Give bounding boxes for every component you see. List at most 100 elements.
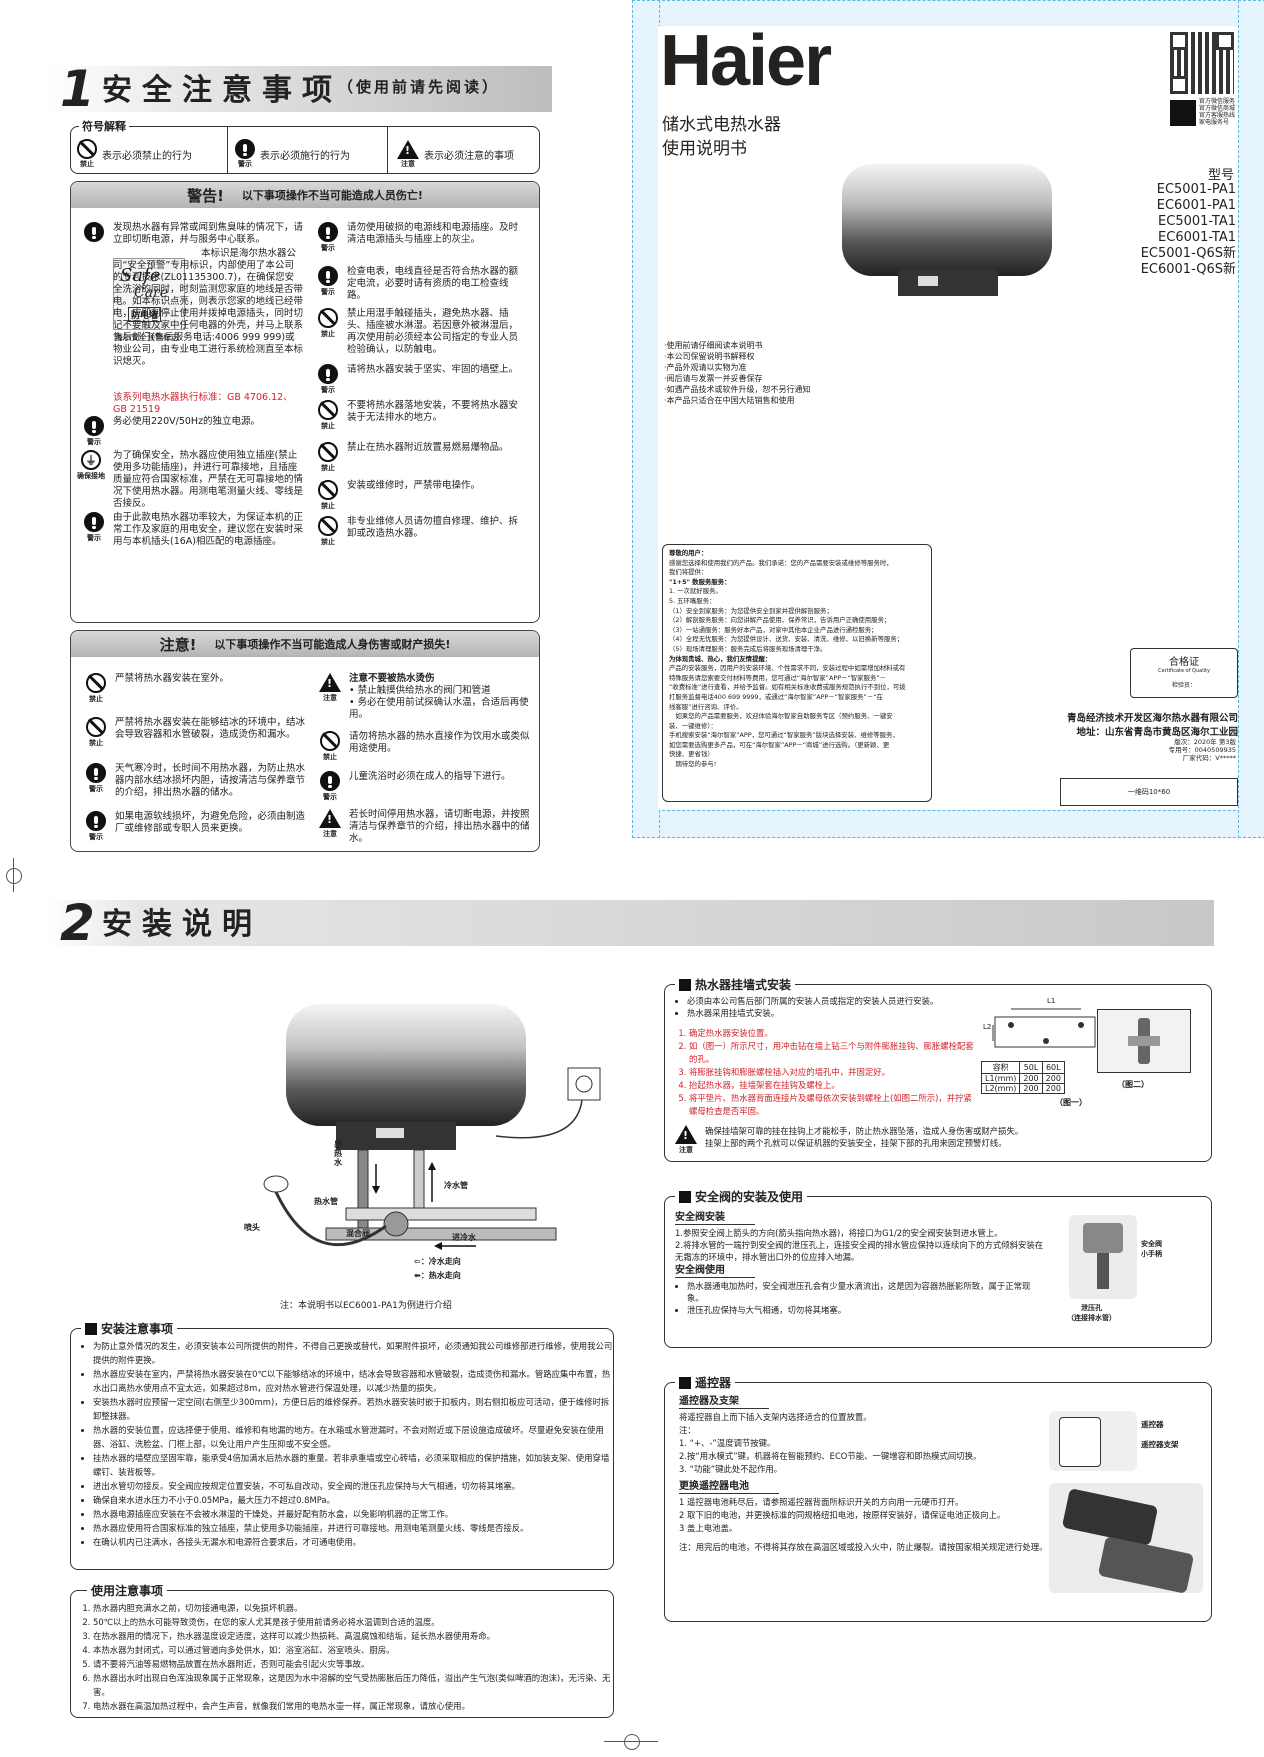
use-notes-list: 热水器内胆充满水之前，切勿接通电源，以免损坏机器。50℃以上的热水可能导致烫伤，… (77, 1601, 617, 1713)
safety-valve-title: 安全阀的安装及使用 (695, 1190, 804, 1204)
mandatory-icon (86, 763, 106, 783)
wechat-badge (1170, 100, 1196, 126)
remote-holder-image (1049, 1411, 1137, 1471)
installation-diagram (263, 1004, 601, 1250)
wall-mount-caution: 注意 确保挂墙架可靠的挂在挂钩上才能松手，防止热水器坠落，造成人身伤害或财产损失… (673, 1125, 1193, 1155)
section2-banner (46, 900, 1214, 946)
warning-item: 禁止 不要将热水器落地安装，不要将热水器安装于无法排水的地方。 (315, 400, 525, 431)
use-notes-title: 使用注意事项 (91, 1584, 164, 1598)
caution-triangle-icon (319, 673, 341, 692)
legend-mandatory-text: 表示必须施行的行为 (260, 150, 350, 162)
prohibit-icon (318, 400, 338, 420)
warning-item: 禁止 禁止用湿手触碰插头，避免热水器、插头、插座被水淋湿。若因意外被淋湿后，再次… (315, 308, 525, 356)
wall-mount-box: 热水器挂墙式安装 必须由本公司售后部门所属的安装人员或指定的安装人员进行安装。热… (664, 976, 1212, 1162)
label-cold-in: 进冷水 (452, 1233, 476, 1242)
section1-title: 安全注意事项 (102, 73, 342, 108)
cover-notes: ·使用前请仔细阅读本说明书·本公司保留说明书解释权·产品外观请以实物为准·阅后请… (664, 341, 811, 405)
model-label: 型号 (1208, 168, 1235, 183)
diagram-note: 注：本说明书以EC6001-PA1为例进行介绍 (280, 1301, 452, 1311)
standard-text: 该系列电热水器执行标准：GB 4706.12、GB 21519 (113, 392, 293, 415)
wall-mount-title: 热水器挂墙式安装 (695, 978, 792, 992)
safecare-description: 本标识是海尔热水器公司“安全预警”专用标识，内部使用了本公司的专利技术(ZL01… (113, 248, 304, 367)
haier-logo: Haier (660, 21, 832, 101)
user-letter: 尊敬的用户： 感谢您选择和使用我们的产品。我们承诺：您的产品需要安装或维修等服务… (662, 544, 932, 802)
qr-code (1170, 32, 1234, 94)
warning-headline: 以下事项操作不当可能造成人员伤亡! (241, 189, 423, 202)
mount-bracket-figure (992, 1008, 1096, 1048)
section1-banner (46, 66, 552, 112)
warning-item: 禁止 安装或维修时，严禁带电操作。 (315, 480, 525, 511)
company-name: 青岛经济技术开发区海尔热水器有限公司 (1066, 713, 1238, 724)
section1-number: 1 (60, 60, 95, 118)
use-notes-box: 使用注意事项 热水器内胆充满水之前，切勿接通电源，以免损坏机器。50℃以上的热水… (70, 1582, 617, 1718)
warning-item: 禁止 非专业维修人员请勿擅自修理、维护、拆卸或改造热水器。 (315, 516, 525, 547)
symbol-legend: 符号解释 禁止 表示必须禁止的行为 警示 表示必须施行的行为 注意 表示必须注意… (70, 118, 540, 174)
caution-triangle-icon (675, 1125, 697, 1144)
caution-heading: 注意! (159, 635, 197, 654)
warning-panel: 警告! 以下事项操作不当可能造成人员伤亡! 发现热水器有异常或闻到焦臭味的情况下… (70, 181, 540, 623)
registration-mark (6, 868, 22, 884)
bolt-figure (1097, 1009, 1191, 1073)
section2-number: 2 (60, 894, 95, 952)
label-cold-pipe: 冷水管 (444, 1181, 468, 1190)
product-name: 储水式电热水器 (662, 115, 781, 135)
water-heater-image (842, 164, 1052, 296)
warning-item: 发现热水器有异常或闻到焦臭味的情况下，请立即切断电源，并与服务中心联系。 (81, 222, 303, 246)
manual-title: 使用说明书 (662, 139, 747, 159)
trim-strip-left (632, 0, 660, 838)
wall-mount-steps: 确定热水器安装位置。如（图一）所示尺寸，用冲击钻在墙上钻三个与附件膨胀挂钩、膨胀… (673, 1027, 979, 1118)
trim-strip-right (1238, 0, 1264, 838)
caution-triangle-icon (319, 809, 341, 828)
label-mixer: 混合阀 (346, 1229, 370, 1238)
no-repair-icon (318, 516, 338, 536)
legend-prohibit-text: 表示必须禁止的行为 (102, 150, 192, 162)
no-wet-hands-icon (318, 308, 338, 328)
warning-heading: 警告! (187, 186, 224, 205)
mandatory-icon (318, 364, 338, 384)
legend-title: 符号解释 (79, 118, 129, 134)
caution-headline: 以下事项操作不当可能造成人身伤害或财产损失! (214, 638, 451, 651)
mandatory-icon (84, 512, 104, 532)
battery-replace-image (1049, 1483, 1203, 1594)
safecare-logo: Safe Care 防电墙 (113, 258, 185, 330)
unplug-icon (84, 222, 104, 242)
label-hot-pipe: 热水管 (314, 1197, 338, 1206)
registration-mark-bottom (624, 1734, 640, 1750)
prohibit-icon (318, 480, 338, 500)
ground-icon: ⏚ (81, 450, 101, 470)
section1-subtitle: （使用前请先阅读） (338, 78, 501, 96)
safety-valve-box: 安全阀的安装及使用 安全阀安装 1.参照安全阀上箭头的方向(箭头指向热水器)，将… (664, 1188, 1212, 1348)
caution-triangle-icon (397, 139, 419, 159)
install-notes-title: 安装注意事项 (101, 1322, 174, 1336)
label-cold-direction: ⇦：冷水走向 (414, 1257, 461, 1266)
warning-item: ⏚确保接地 为了确保安全，热水器应使用独立插座(禁止使用多功能插座)，并进行可靠… (77, 450, 304, 509)
legend-caution-text: 表示必须注意的事项 (424, 150, 514, 162)
caution-item: 警示 如果电源软线损坏，为避免危险，必须由制造厂或维修部或专职人员来更换。 (83, 811, 305, 842)
caution-item: 警示 儿童洗浴时必须在成人的指导下进行。 (317, 771, 531, 802)
label-outlet: 出热水 (334, 1140, 342, 1167)
mandatory-icon (86, 811, 106, 831)
label-hot-direction: ⬅：热水走向 (414, 1271, 461, 1280)
prohibit-icon (77, 139, 97, 159)
caution-item: 注意 若长时间停用热水器，请切断电源，并按照清洁与保养章节的介绍，排出热水器中的… (317, 809, 531, 845)
warning-item: 警示 务必使用220V/50Hz的独立电源。 (81, 416, 303, 447)
mandatory-icon (318, 266, 338, 286)
safecare-logo-caption: 海尔安全预警标志 (115, 333, 179, 342)
remote-box: 遥控器 遥控器及支架 将遥控器自上而下插入支架内选择适合的位置放置。 注：1. … (664, 1374, 1212, 1622)
warning-item: 警示 由于此款电热水器功率较大，为保证本机的正常工作及家庭的用电安全，建议您在安… (81, 512, 303, 548)
remote-title: 遥控器 (695, 1376, 732, 1390)
quality-certificate: 合格证 Certificate of Quality 检验员： (1130, 648, 1238, 698)
warning-item: 警示 请将热水器安装于坚实、牢固的墙壁上。 (315, 364, 525, 395)
warning-item: 禁止 禁止在热水器附近放置易燃易爆物品。 (315, 442, 525, 473)
barcode-placeholder: 一维码10*60 (1060, 778, 1238, 806)
no-drinking-icon (320, 731, 340, 751)
prohibit-icon (86, 717, 106, 737)
caution-item: 禁止 请勿将热水器的热水直接作为饮用水或类似用途使用。 (317, 731, 531, 762)
caution-item: 注意 注意不要被热水烫伤• 禁止触摸供给热水的阀门和管道• 务必在使用前试探确认… (317, 673, 531, 721)
warning-item: 警示 检查电表，电线直径是否符合热水器的额定电流，必要时请有资质的电工检查线路。 (315, 266, 525, 302)
caution-item: 警示 天气寒冷时，长时间不用热水器，为防止热水器内部水结冰损坏内胆，请按清洁与保… (83, 763, 305, 799)
caution-item: 禁止 严禁将热水器安装在能够结冰的环境中，结冰会导致容器和水管破裂，造成烫伤和漏… (83, 717, 305, 748)
